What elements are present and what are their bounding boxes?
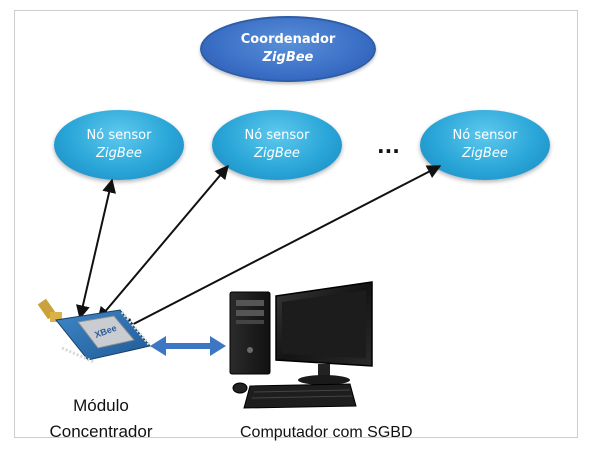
sensor-node-2-subtitle: ZigBee <box>254 146 300 161</box>
xbee-module-image <box>37 298 154 364</box>
sensor-node-3-subtitle: ZigBee <box>462 146 508 161</box>
module-label-line2: Concentrador <box>49 422 153 441</box>
sensor-node-3-title: Nó sensor <box>452 128 518 144</box>
serial-link-arrow <box>150 336 226 356</box>
sensor-node-2-title: Nó sensor <box>244 128 310 144</box>
link-arrow-node-1 <box>76 178 116 320</box>
module-label-line1: Módulo <box>73 396 129 415</box>
sensor-node-1-title: Nó sensor <box>86 128 152 144</box>
link-arrow-node-2 <box>97 164 229 322</box>
coordinator-title: Coordenador <box>240 32 336 48</box>
coordinator-subtitle: ZigBee <box>262 50 314 65</box>
computer-label: Computador com SGBD <box>240 424 413 441</box>
more-nodes-ellipsis: ... <box>377 134 400 158</box>
sensor-node-3: Nó sensor ZigBee <box>420 110 550 180</box>
sensor-node-1-subtitle: ZigBee <box>96 146 142 161</box>
link-arrow-node-3 <box>120 165 442 331</box>
module-label: Módulo Concentrador <box>40 393 162 445</box>
figure-border <box>14 10 578 438</box>
coordinator-node: Coordenador ZigBee <box>200 16 376 82</box>
computer-image <box>229 281 373 409</box>
